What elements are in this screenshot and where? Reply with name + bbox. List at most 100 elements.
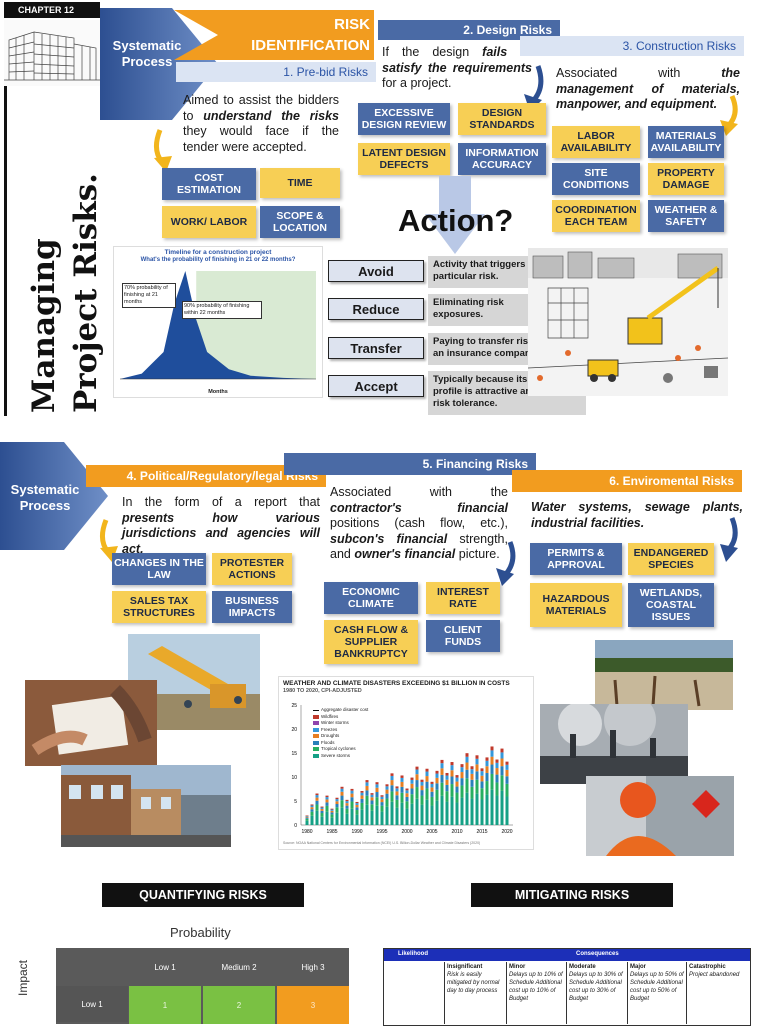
- cost-estimation-box: COST ESTIMATION: [162, 168, 256, 200]
- protester-actions-box: PROTESTER ACTIONS: [212, 553, 292, 585]
- legend-swatch: [313, 715, 319, 719]
- weather-bar-segment: [426, 769, 429, 772]
- weather-bar-segment: [316, 801, 319, 805]
- weather-bar-segment: [496, 796, 499, 825]
- property-damage-box: PROPERTY DAMAGE: [648, 163, 724, 195]
- legend-swatch: [313, 747, 319, 751]
- weather-bar-segment: [431, 784, 434, 787]
- weather-bar-segment: [426, 772, 429, 777]
- consequences-header: Consequences: [576, 951, 619, 957]
- consequence-title: Major: [630, 963, 684, 971]
- matrix-cell-2: 2: [203, 986, 275, 1024]
- weather-bar-segment: [381, 812, 384, 825]
- weather-bar-segment: [391, 802, 394, 825]
- weather-bar-segment: [466, 793, 469, 825]
- hazardous-materials-box: HAZARDOUS MATERIALS: [530, 583, 622, 627]
- weather-bar-segment: [351, 797, 354, 801]
- weather-bar-segment: [411, 778, 414, 780]
- weather-bar-segment: [391, 791, 394, 801]
- action-title: Action?: [398, 203, 513, 239]
- weather-bar-segment: [326, 797, 329, 799]
- weather-bar-segment: [386, 786, 389, 789]
- weather-bar-segment: [441, 760, 444, 763]
- consequence-desc: Project abandoned: [689, 971, 748, 979]
- weather-bar-segment: [401, 778, 404, 782]
- weather-bar-segment: [356, 810, 359, 815]
- coordination-box: COORDINATION EACH TEAM: [552, 200, 640, 232]
- vertical-title-block: Managing Project Risks.: [4, 86, 101, 416]
- weather-bar-segment: [436, 774, 439, 778]
- timeline-chart: Timeline for a construction project What…: [113, 246, 323, 398]
- weather-bar-segment: [441, 775, 444, 783]
- weather-bar-segment: [416, 774, 419, 780]
- weather-bar-segment: [401, 803, 404, 825]
- weather-bar-segment: [341, 800, 344, 808]
- systematic-process-label-2: Systematic Process: [2, 482, 88, 514]
- weather-bar-segment: [396, 791, 399, 795]
- weather-y-tick: 15: [291, 751, 297, 757]
- weather-bar-segment: [481, 781, 484, 788]
- weather-bar-segment: [391, 776, 394, 780]
- weather-bar-segment: [406, 793, 409, 797]
- weather-disasters-chart: WEATHER AND CLIMATE DISASTERS EXCEEDING …: [278, 676, 534, 850]
- weather-bar-segment: [501, 749, 504, 753]
- weather-bar-segment: [496, 763, 499, 768]
- weather-bar-segment: [401, 793, 404, 803]
- weather-bar-segment: [461, 764, 464, 767]
- information-accuracy-box: INFORMATION ACCURACY: [458, 143, 546, 175]
- weather-bar-segment: [446, 785, 449, 791]
- endangered-species-box: ENDANGERED SPECIES: [628, 543, 714, 575]
- weather-bar-segment: [471, 769, 474, 774]
- weather-bar-segment: [311, 816, 314, 825]
- weather-bar-segment: [471, 780, 474, 787]
- weather-bar-segment: [356, 805, 359, 807]
- sales-tax-box: SALES TAX STRUCTURES: [112, 591, 206, 623]
- prebid-header: 1. Pre-bid Risks: [176, 62, 376, 82]
- business-impacts-box: BUSINESS IMPACTS: [212, 591, 292, 623]
- weather-bar-segment: [416, 767, 419, 770]
- matrix-cell-1: 1: [129, 986, 201, 1024]
- weather-bar-segment: [311, 807, 314, 809]
- weather-bar-segment: [361, 810, 364, 825]
- financing-text: Associated with the contractor's financi…: [330, 485, 508, 563]
- weather-bar-segment: [321, 813, 324, 817]
- weather-bar-segment: [501, 775, 504, 790]
- risk-identification-label: RISK IDENTIFICATION: [232, 14, 370, 56]
- weather-bar-segment: [476, 764, 479, 771]
- weather-bar-segment: [336, 813, 339, 825]
- client-funds-box: CLIENT FUNDS: [426, 620, 500, 652]
- weather-bar-segment: [431, 787, 434, 791]
- weather-bar-segment: [421, 786, 424, 791]
- weather-bar-segment: [491, 774, 494, 790]
- weather-bar-segment: [366, 805, 369, 825]
- weather-bar-segment: [486, 757, 489, 760]
- interest-rate-box: INTEREST RATE: [426, 582, 500, 614]
- weather-bar-segment: [371, 797, 374, 800]
- weather-x-tick: 2020: [501, 829, 512, 835]
- weather-bar-segment: [501, 791, 504, 825]
- weather-x-tick: 1990: [351, 829, 362, 835]
- weather-bar-segment: [396, 800, 399, 808]
- weather-bar-segment: [406, 797, 409, 801]
- weather-bar-segment: [311, 812, 314, 816]
- weather-bar-segment: [496, 768, 499, 775]
- weather-bar-segment: [391, 785, 394, 791]
- weather-bar-segment: [471, 799, 474, 825]
- environmental-arrow-icon: [710, 516, 742, 569]
- factory-smoke-photo: [540, 704, 688, 784]
- weather-bar-segment: [461, 778, 464, 785]
- weather-bar-segment: [361, 799, 364, 803]
- weather-bar-segment: [476, 755, 479, 758]
- weather-bar-segment: [381, 795, 384, 796]
- weather-bar-segment: [341, 792, 344, 796]
- weather-y-tick: 0: [294, 823, 297, 829]
- weather-bar-segment: [401, 787, 404, 793]
- weather-bar-segment: [481, 788, 484, 799]
- weather-bar-segment: [346, 800, 349, 801]
- timeline-xlabel: Months: [114, 389, 322, 395]
- weather-bar-segment: [506, 770, 509, 776]
- weather-bar-segment: [336, 799, 339, 801]
- weather-bar-segment: [431, 782, 434, 784]
- weather-bar-segment: [376, 797, 379, 806]
